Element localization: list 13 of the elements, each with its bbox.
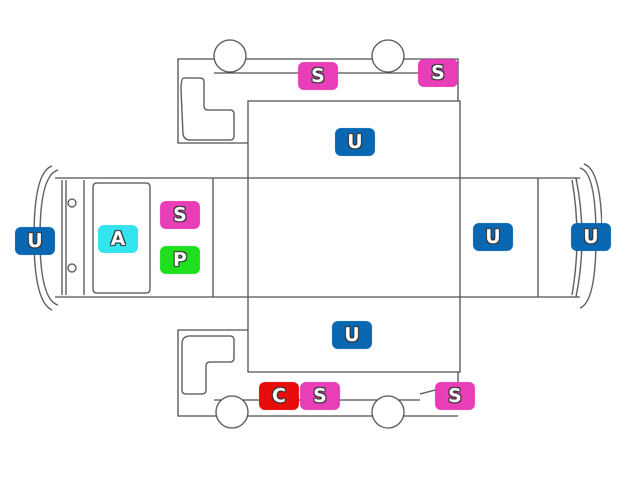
letter-marker: U (332, 321, 372, 349)
letter-marker: U (473, 223, 513, 251)
letter-marker: U (335, 128, 375, 156)
letter-marker: U (15, 227, 55, 255)
letter-marker: P (160, 246, 200, 274)
letter-marker: A (98, 225, 138, 253)
letter-marker: S (418, 59, 458, 87)
letter-marker: C (259, 382, 299, 410)
letter-marker: S (300, 382, 340, 410)
letter-marker: S (435, 382, 475, 410)
letter-marker: S (160, 201, 200, 229)
letter-marker: U (571, 223, 611, 251)
letter-marker: S (298, 62, 338, 90)
